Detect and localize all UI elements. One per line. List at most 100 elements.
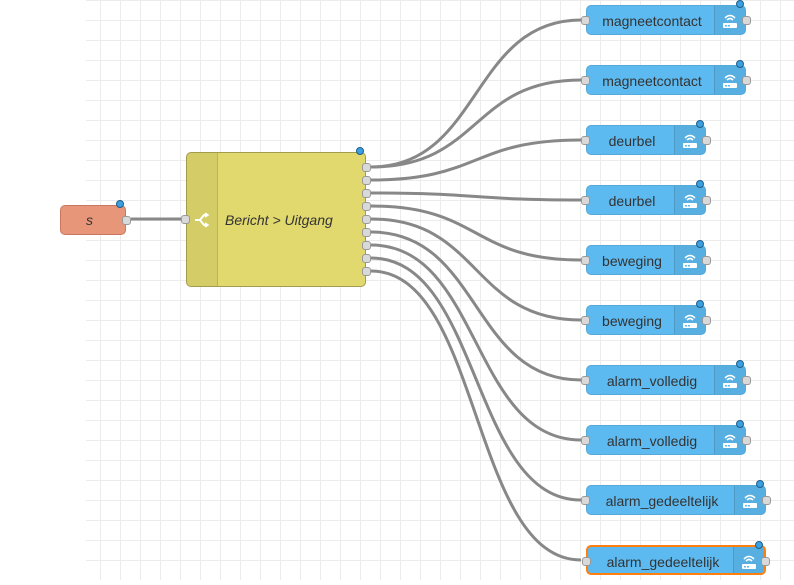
switch-node[interactable]: Bericht > Uitgang (181, 147, 371, 287)
mqtt-out-node[interactable]: alarm_volledig (581, 420, 751, 455)
mqtt-node-output-port[interactable] (702, 136, 711, 145)
wifi-router-icon (743, 494, 757, 508)
mqtt-icon-strip (714, 6, 745, 34)
mqtt-node-label: deurbel (608, 193, 656, 209)
switch-node-output-port[interactable] (362, 241, 371, 250)
mqtt-node-output-port[interactable] (742, 16, 751, 25)
switch-node-output-port[interactable] (362, 189, 371, 198)
mqtt-icon-strip (674, 126, 705, 154)
mqtt-node-label: beweging (602, 313, 662, 329)
wire[interactable] (370, 269, 582, 562)
input-node[interactable]: s (60, 200, 131, 235)
mqtt-node-input-port[interactable] (581, 136, 590, 145)
wire[interactable] (370, 217, 582, 322)
mqtt-node-label: alarm_gedeeltelijk (605, 493, 719, 509)
mqtt-out-node[interactable]: magneetcontact (581, 0, 751, 35)
switch-node-output-port[interactable] (362, 267, 371, 276)
mqtt-node-input-port[interactable] (581, 316, 590, 325)
wire[interactable] (370, 243, 582, 442)
mqtt-node-input-port[interactable] (581, 496, 590, 505)
input-node-label: s (86, 212, 93, 228)
mqtt-node-output-port[interactable] (742, 76, 751, 85)
mqtt-icon-strip (714, 366, 745, 394)
mqtt-node-label: magneetcontact (602, 13, 702, 29)
mqtt-icon-strip (733, 547, 764, 573)
mqtt-node-output-port[interactable] (742, 376, 751, 385)
switch-icon (193, 211, 211, 234)
mqtt-node-input-port[interactable] (581, 436, 590, 445)
mqtt-node-status-dot (736, 0, 744, 8)
mqtt-node-label: magneetcontact (602, 73, 702, 89)
wifi-router-icon (683, 254, 697, 268)
mqtt-node-status-dot (736, 60, 744, 68)
wifi-router-icon (723, 74, 737, 88)
mqtt-node-status-dot (736, 420, 744, 428)
switch-icon-strip (187, 153, 218, 286)
mqtt-node-status-dot (696, 300, 704, 308)
wifi-router-icon (723, 434, 737, 448)
mqtt-node-output-port[interactable] (761, 557, 770, 566)
switch-node-output-port[interactable] (362, 215, 371, 224)
mqtt-icon-strip (714, 66, 745, 94)
wifi-router-icon (742, 555, 756, 569)
wire[interactable] (370, 78, 582, 169)
mqtt-node-label: alarm_volledig (606, 433, 698, 449)
mqtt-node-output-port[interactable] (742, 436, 751, 445)
switch-node-output-port[interactable] (362, 254, 371, 263)
switch-node-status-dot (356, 147, 364, 155)
workspace-grid (86, 0, 794, 580)
mqtt-node-output-port[interactable] (702, 256, 711, 265)
wire[interactable] (370, 18, 582, 169)
mqtt-out-node[interactable]: alarm_gedeeltelijk (581, 480, 771, 515)
mqtt-out-node[interactable]: deurbel (581, 120, 711, 155)
switch-node-output-port[interactable] (362, 176, 371, 185)
mqtt-node-input-port[interactable] (581, 196, 590, 205)
mqtt-node-input-port[interactable] (581, 76, 590, 85)
mqtt-node-status-dot (696, 120, 704, 128)
mqtt-node-output-port[interactable] (762, 496, 771, 505)
wire[interactable] (370, 256, 582, 502)
mqtt-node-output-port[interactable] (702, 196, 711, 205)
mqtt-node-label: alarm_gedeeltelijk (606, 554, 720, 570)
input-node-output-port[interactable] (122, 216, 131, 225)
switch-node-output-port[interactable] (362, 228, 371, 237)
mqtt-out-node[interactable]: alarm_gedeeltelijk (582, 541, 770, 575)
mqtt-node-status-dot (696, 180, 704, 188)
wire[interactable] (370, 204, 582, 262)
mqtt-icon-strip (674, 186, 705, 214)
mqtt-node-status-dot (756, 480, 764, 488)
mqtt-node-input-port[interactable] (581, 16, 590, 25)
mqtt-node-status-dot (696, 240, 704, 248)
wire[interactable] (370, 138, 582, 182)
mqtt-out-node[interactable]: beweging (581, 300, 711, 335)
switch-node-output-port[interactable] (362, 163, 371, 172)
mqtt-icon-strip (674, 306, 705, 334)
mqtt-out-node[interactable]: beweging (581, 240, 711, 275)
switch-node-output-port[interactable] (362, 202, 371, 211)
wifi-router-icon (723, 374, 737, 388)
switch-node-label: Bericht > Uitgang (225, 212, 333, 228)
mqtt-node-status-dot (755, 541, 763, 549)
mqtt-node-output-port[interactable] (702, 316, 711, 325)
wifi-router-icon (683, 194, 697, 208)
wifi-router-icon (723, 14, 737, 28)
mqtt-out-node[interactable]: deurbel (581, 180, 711, 215)
wifi-router-icon (683, 134, 697, 148)
mqtt-node-input-port[interactable] (581, 376, 590, 385)
wifi-router-icon (683, 314, 697, 328)
mqtt-node-label: beweging (602, 253, 662, 269)
mqtt-out-node[interactable]: magneetcontact (581, 60, 751, 95)
switch-node-input-port[interactable] (181, 215, 190, 224)
wire[interactable] (370, 230, 582, 382)
mqtt-icon-strip (734, 486, 765, 514)
mqtt-out-node[interactable]: alarm_volledig (581, 360, 751, 395)
wire[interactable] (370, 191, 582, 202)
mqtt-node-input-port[interactable] (582, 557, 591, 566)
mqtt-icon-strip (674, 246, 705, 274)
mqtt-icon-strip (714, 426, 745, 454)
mqtt-node-input-port[interactable] (581, 256, 590, 265)
mqtt-node-label: alarm_volledig (606, 373, 698, 389)
mqtt-node-label: deurbel (608, 133, 656, 149)
